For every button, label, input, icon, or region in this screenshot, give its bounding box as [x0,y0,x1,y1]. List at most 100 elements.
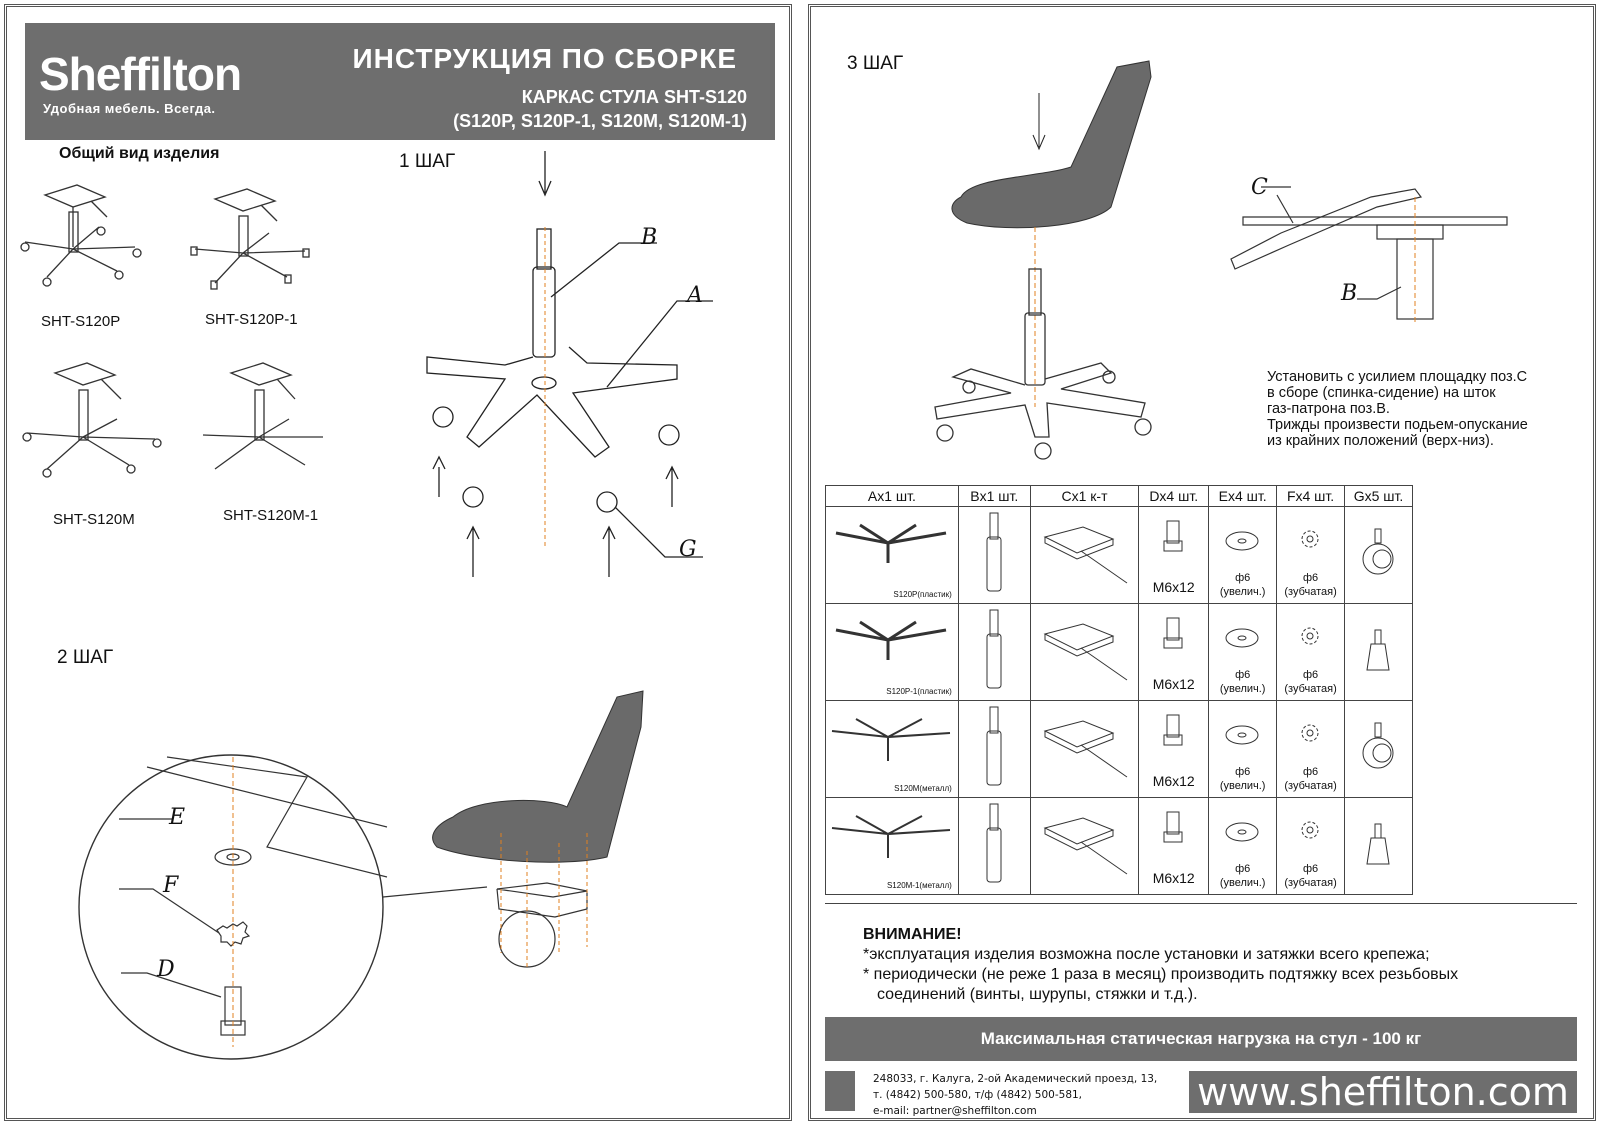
caster-cell [1344,700,1413,798]
step2-drawing [78,690,644,1060]
part-label-b: B [1341,281,1358,306]
bolt-cell: M6x12 [1138,700,1210,798]
subtitle-line: (S120P, S120P-1, S120M, S120M-1) [453,111,747,131]
col-header: Ax1 шт. [825,485,959,507]
washer-cell: ф6 (увелич.) [1208,700,1278,798]
washer-size: ф6 [1235,766,1251,778]
col-header: Cx1 к-т [1029,485,1140,507]
table-row: S120P-1(пластик) M6x12 ф6(увелич.) ф6 (зу… [825,603,1413,701]
footer-square [825,1071,855,1111]
bolt-icon [1163,714,1183,746]
step-3-label: 3 ШАГ [847,53,904,74]
brand-slogan: Удобная мебель. Всегда. [43,101,216,116]
seat-shell [432,690,644,863]
caster-cell [1344,506,1413,604]
gas-lift-icon [986,803,1002,883]
brand-logo: Sheffilton [39,48,242,100]
warning-block: ВНИМАНИЕ! *эксплуатация изделия возможна… [863,925,1458,1005]
base-star-icon [835,620,947,660]
left-page: Sheffilton Удобная мебель. Всегда. ИНСТР… [4,4,792,1121]
address-line: т. (4842) 500-580, т/ф (4842) 500-581, [873,1089,1083,1101]
max-load-banner: Максимальная статическая нагрузка на сту… [825,1017,1577,1061]
washer-spec: ф6(увелич.) [1209,571,1276,599]
washer-size: ф6 [1235,863,1251,875]
bolt-icon [1163,811,1183,843]
plate-cell [1029,603,1140,701]
col-header: Ex4 шт. [1208,485,1278,507]
address-line: 248033, г. Калуга, 2-ой Академический пр… [873,1073,1158,1085]
base-illustration-s120m [22,362,162,478]
washer-note: (увелич.) [1219,586,1266,598]
base-star [426,346,678,458]
instruction-line: Установить с усилием площадку поз.С [1267,369,1528,385]
step-1-label: 1 ШАГ [399,151,456,172]
lock-size: ф6 [1302,863,1319,875]
lock-washer-icon [1301,724,1319,742]
washer-note: (увелич.) [1219,877,1266,889]
lock-spec: ф6 (зубчатая) [1277,765,1344,793]
base-star-icon [831,815,951,858]
glide-icon [1366,629,1390,671]
lock-washer-icon [1301,530,1319,548]
washer-size: ф6 [1235,669,1251,681]
washer-icon [1225,531,1259,551]
base-cell: S120M-1(металл) [825,797,959,895]
subtitle-line: КАРКАС СТУЛА SHT-S120 [521,87,747,107]
washer-note: (увелич.) [1219,780,1266,792]
bolt-size: M6x12 [1152,870,1195,886]
detail-section [1230,186,1508,320]
gas-lift-cell [957,603,1031,701]
step-2-label: 2 ШАГ [57,647,114,668]
lock-spec: ф6 (зубчатая) [1277,862,1344,890]
base-caption: S120M(металл) [894,784,952,793]
model-label: SHT-S120M-1 [223,507,319,524]
lock-note: (зубчатая) [1284,877,1337,889]
lock-washer-icon [1301,627,1319,645]
model-label: SHT-S120P [41,313,121,330]
lock-washer-icon [1301,821,1319,839]
glide-cell [1344,797,1413,895]
address-email: e-mail: partner@sheffilton.com [873,1105,1037,1117]
model-label: SHT-S120P-1 [205,311,298,328]
washer-cell: ф6 (увелич.) [1208,797,1278,895]
plate-icon [1043,817,1128,875]
gas-lift-icon [986,512,1002,592]
website-link[interactable]: www.sheffilton.com [1189,1071,1577,1113]
seat-shell [951,60,1152,229]
glide-icon [1366,823,1390,865]
step3-instruction: Установить с усилием площадку поз.С в сб… [1267,369,1528,449]
base-illustration-s120p-1 [190,188,310,290]
part-label-c: C [1251,175,1268,200]
lock-size: ф6 [1302,669,1319,681]
table-row: S120M-1(металл) M6x12 ф6 (увелич.) ф6 (зуб… [825,797,1413,895]
col-header: Gx5 шт. [1344,485,1413,507]
part-label-a: A [687,283,703,308]
base-caption: S120M-1(металл) [886,881,952,890]
washer-spec: ф6(увелич.) [1209,668,1276,696]
lock-size: ф6 [1302,572,1319,584]
bolt-cell: M6x12 [1138,603,1210,701]
arrow-down-icon [1032,93,1046,151]
base-cell: S120P-1(пластик) [825,603,959,701]
table-row: S120P(пластик) M6x12 ф6(увелич.) ф6(зубч… [825,506,1413,604]
header-band: Sheffilton Удобная мебель. Всегда. ИНСТР… [25,23,775,140]
part-label-e: E [169,805,186,830]
lock-washer-cell: ф6 (зубчатая) [1276,700,1346,798]
instruction-line: в сборе (спинка-сидение) на шток [1267,385,1496,401]
instruction-line: газ-патрона поз.В. [1267,401,1390,417]
table-row: S120M(металл) M6x12 ф6 (увелич.) ф6 (зубча… [825,700,1413,798]
base-star-icon [835,523,947,563]
base-caption: S120P(пластик) [893,590,952,599]
lock-size: ф6 [1302,766,1319,778]
base-cell: S120M(металл) [825,700,959,798]
lock-note: (зубчатая) [1284,780,1337,792]
lock-note: (зубчатая) [1284,683,1337,695]
gas-lift-cell [957,797,1031,895]
model-label: SHT-S120M [53,511,135,528]
col-header: Fx4 шт. [1276,485,1346,507]
warning-box [825,903,1577,1006]
bolt-size: M6x12 [1152,773,1195,789]
caster-icon [1362,722,1394,769]
plate-icon [1043,526,1128,584]
instruction-line: из крайних положений (верх-низ). [1267,433,1494,449]
